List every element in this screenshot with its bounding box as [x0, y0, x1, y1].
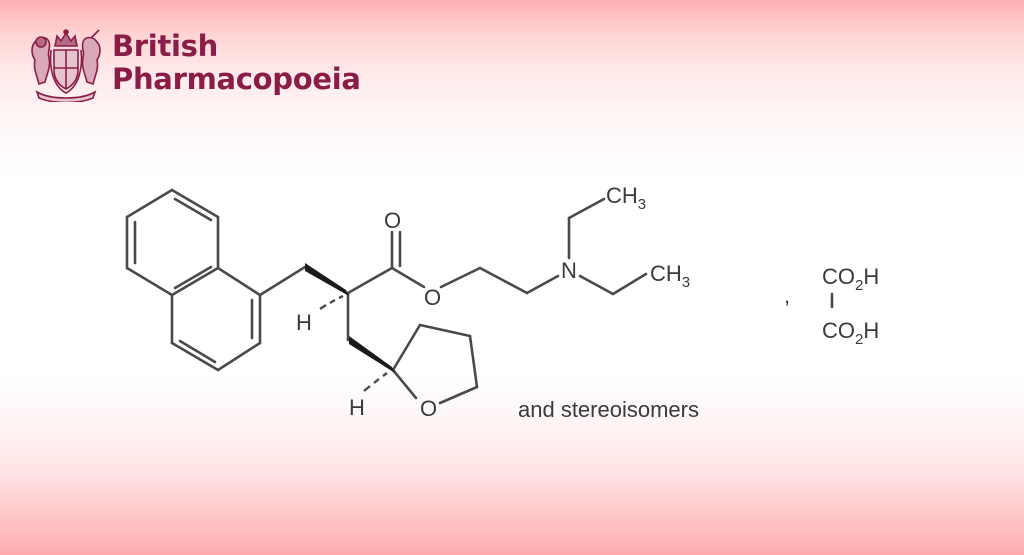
n-ethyl-right [578, 274, 615, 296]
nitrogen-label: N [561, 258, 577, 283]
alpha-carbonyl-bond [346, 266, 394, 295]
ester-bond [390, 266, 426, 289]
wedge-bonds [305, 263, 395, 373]
oxalic-acid-bottom: CO2H [822, 318, 879, 348]
oxalic-acid-top: CO2H [822, 264, 879, 294]
hashed-bonds [319, 294, 388, 392]
ring-oxygen-label: O [420, 396, 437, 421]
brand-name: British Pharmacopoeia [112, 30, 361, 96]
stereo-hydrogen-upper: H [296, 310, 312, 335]
wedge-upper [305, 263, 349, 296]
aryl-ch2-bond [258, 265, 307, 297]
brand-line-2: Pharmacopoeia [112, 62, 361, 96]
methyl-right-label: CH3 [650, 261, 690, 291]
bonds [125, 188, 834, 405]
ester-oxygen-label: O [424, 285, 441, 310]
thf-ring [391, 323, 422, 372]
naphthalene-ring [125, 188, 262, 372]
o-ch2-bond [439, 266, 482, 289]
stereo-hydrogen-lower: H [349, 395, 365, 420]
carbonyl-oxygen-label: O [384, 208, 401, 233]
wedge-lower [349, 336, 395, 373]
stereoisomers-caption: and stereoisomers [518, 397, 699, 422]
salt-separator: , [784, 283, 790, 308]
royal-coat-of-arms-icon [31, 29, 101, 102]
methyl-top-label: CH3 [606, 183, 646, 213]
british-pharmacopoeia-logo: British Pharmacopoeia [27, 28, 367, 106]
brand-line-1: British [112, 29, 218, 63]
